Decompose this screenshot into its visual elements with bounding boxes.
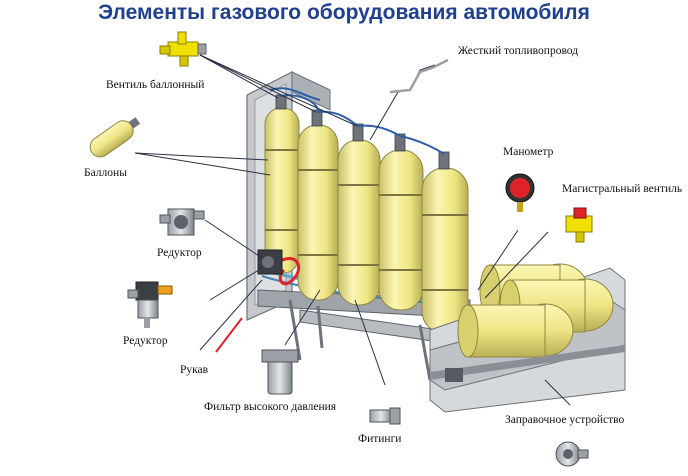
cylinder-1	[264, 107, 300, 274]
horizontal-cylinder-rack	[429, 263, 626, 413]
pressure-gauge-icon	[505, 173, 535, 212]
hose-marker	[215, 317, 243, 353]
label-hose: Рукав	[180, 364, 209, 376]
fuel-line-icon	[389, 58, 449, 94]
label-pressure-gauge: Манометр	[503, 146, 554, 158]
label-cylinder-valve: Вентиль баллонный	[106, 79, 205, 91]
label-cylinders: Баллоны	[84, 167, 127, 179]
page-title: Элементы газового оборудования автомобил…	[98, 1, 590, 24]
cylinder-5	[421, 167, 469, 334]
high-pressure-filter-icon	[261, 349, 299, 395]
reducer-icon	[159, 208, 205, 236]
cylinder-valves	[275, 94, 450, 170]
vertical-cylinders	[264, 87, 469, 334]
fitting-icon	[369, 407, 401, 425]
label-main-valve: Магистральный вентиль	[562, 183, 683, 195]
label-reducer-1: Редуктор	[157, 247, 202, 259]
gas-cylinder-icon	[89, 117, 141, 158]
cylinder-4	[378, 149, 424, 311]
cylinder-2	[297, 124, 339, 301]
frame-reducer	[257, 249, 300, 286]
label-fittings: Фитинги	[358, 433, 402, 445]
cylinder-valve-icon	[159, 31, 207, 67]
callout-lines	[134, 54, 571, 406]
label-high-pressure-filter: Фильтр высокого давления	[204, 401, 337, 413]
filling-device-icon	[555, 441, 589, 467]
main-valve-icon	[565, 207, 593, 243]
label-fuel-line: Жесткий топливопровод	[458, 45, 579, 57]
label-reducer-2: Редуктор	[123, 335, 168, 347]
label-filling-device: Заправочное устройство	[505, 414, 625, 426]
reducer-2-icon	[127, 281, 173, 328]
cylinder-3	[337, 139, 381, 306]
